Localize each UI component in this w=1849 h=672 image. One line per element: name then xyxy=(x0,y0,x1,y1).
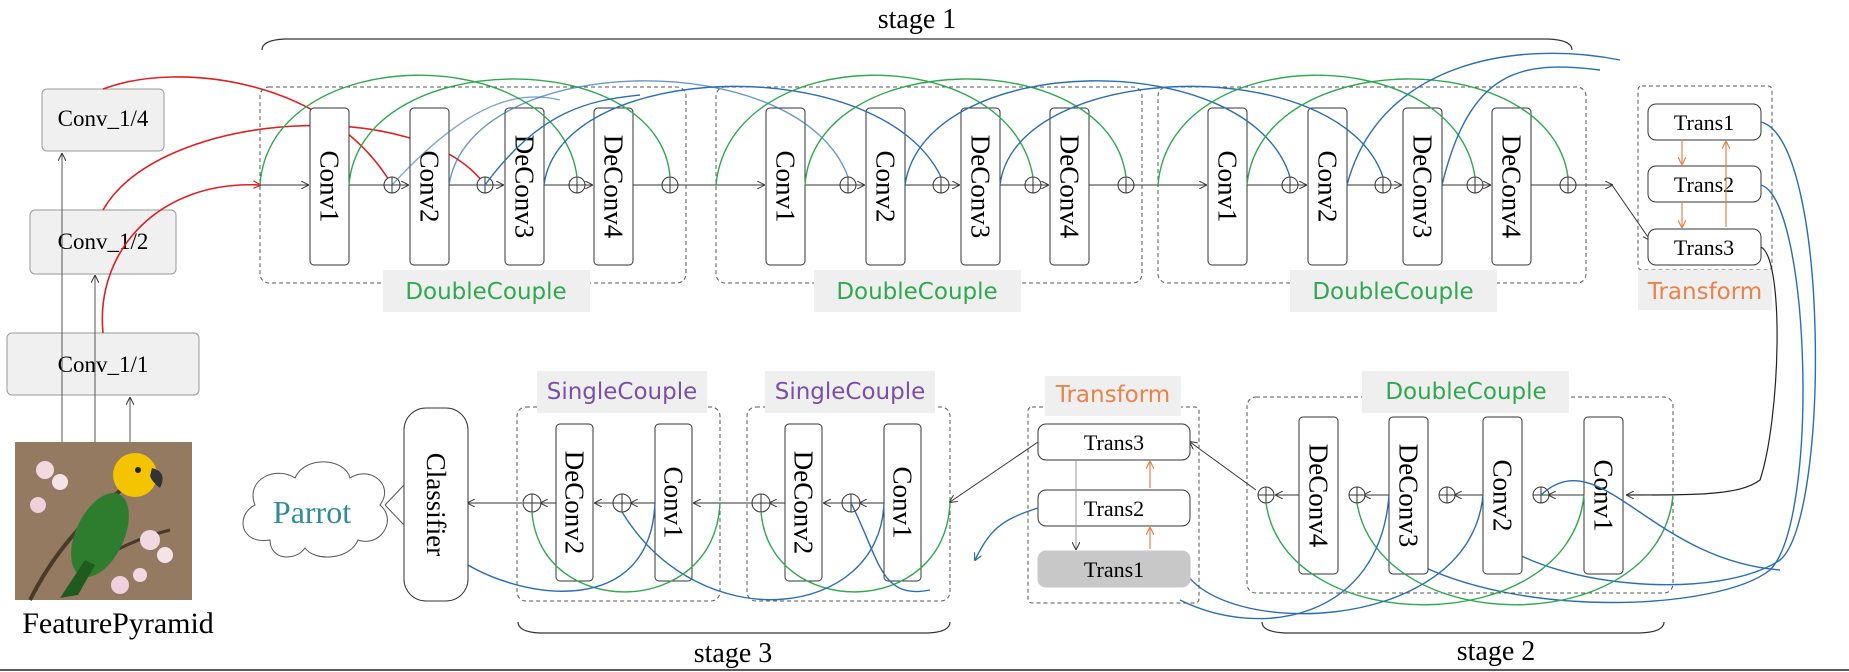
layer-deconv4: DeConv4 xyxy=(593,107,634,266)
layer-conv2: Conv2 xyxy=(409,107,450,266)
stage2-transform: Transform Trans3 Trans2 Trans1 xyxy=(1027,376,1200,604)
layer-deconv2: DeConv2 xyxy=(784,423,823,582)
svg-text:Conv1: Conv1 xyxy=(659,466,689,538)
layer-deconv4: DeConv4 xyxy=(1298,416,1339,575)
transform-1-label: Transform xyxy=(1647,279,1762,305)
layer-conv2: Conv2 xyxy=(1482,416,1523,575)
layer-conv1: Conv1 xyxy=(309,107,350,266)
trans1-label: Trans1 xyxy=(1674,110,1734,135)
svg-text:DeConv3: DeConv3 xyxy=(1394,444,1424,548)
svg-text:DeConv3: DeConv3 xyxy=(966,135,996,239)
layer-conv1: Conv1 xyxy=(654,423,693,582)
stage1-doublecouple-1: DoubleCouple Conv1 Conv2 DeConv3 DeConv4 xyxy=(259,86,687,312)
stage1-bracket: stage 1 xyxy=(261,4,1573,51)
trans3-label: Trans3 xyxy=(1674,235,1734,260)
stage3-bracket: stage 3 xyxy=(517,621,951,669)
svg-text:DeConv3: DeConv3 xyxy=(1408,135,1438,239)
svg-text:Conv2: Conv2 xyxy=(415,150,445,222)
stage2-doublecouple: DoubleCouple DeConv4 DeConv3 Conv2 Conv1 xyxy=(1246,371,1674,594)
layer-conv2: Conv2 xyxy=(865,107,906,266)
stage1-doublecouple-3: DoubleCouple Conv1 Conv2 DeConv3 DeConv4 xyxy=(1157,86,1587,312)
svg-text:Conv2: Conv2 xyxy=(1313,150,1343,222)
classifier: Classifier xyxy=(403,407,469,602)
layer-deconv3: DeConv3 xyxy=(960,107,1001,266)
layer-conv1: Conv1 xyxy=(765,107,806,266)
stage1-doublecouple-2: DoubleCouple Conv1 Conv2 DeConv3 DeConv4 xyxy=(715,86,1143,312)
stage3-label: stage 3 xyxy=(694,638,773,669)
trans2-label: Trans2 xyxy=(1674,172,1734,197)
trans3-label: Trans3 xyxy=(1084,430,1144,455)
layer-deconv3: DeConv3 xyxy=(504,107,545,266)
layer-deconv4: DeConv4 xyxy=(1049,107,1090,266)
stage2-bracket: stage 2 xyxy=(1261,621,1665,667)
feature-pyramid-title: FeaturePyramid xyxy=(22,607,214,640)
output-label: Parrot xyxy=(273,494,351,530)
svg-text:Conv2: Conv2 xyxy=(871,150,901,222)
conv-1-4-label: Conv_1/4 xyxy=(58,106,149,131)
stage1-arcs xyxy=(259,52,1621,186)
stage3-singlecouple-1: SingleCouple DeConv2 Conv1 xyxy=(516,371,721,602)
stage1-transform: Trans1 Trans2 Trans3 Transform xyxy=(1637,85,1773,310)
svg-text:Conv1: Conv1 xyxy=(888,466,918,538)
trans1-box xyxy=(1037,550,1191,588)
svg-text:Conv2: Conv2 xyxy=(1488,459,1518,531)
singlecouple-1-label: SingleCouple xyxy=(547,379,698,405)
doublecouple-4-label: DoubleCouple xyxy=(1385,379,1546,405)
doublecouple-1-label: DoubleCouple xyxy=(405,279,566,305)
trans2-label: Trans2 xyxy=(1084,496,1144,521)
layer-conv1: Conv1 xyxy=(883,423,922,582)
layer-deconv3: DeConv3 xyxy=(1402,107,1443,266)
trans1-label: Trans1 xyxy=(1084,557,1144,582)
svg-text:Conv1: Conv1 xyxy=(771,150,801,222)
layer-conv1: Conv1 xyxy=(1207,107,1248,266)
svg-text:DeConv4: DeConv4 xyxy=(1055,135,1085,239)
svg-text:DeConv2: DeConv2 xyxy=(560,451,590,555)
transform-2-label: Transform xyxy=(1055,382,1170,408)
doublecouple-2-label: DoubleCouple xyxy=(836,279,997,305)
svg-text:DeConv4: DeConv4 xyxy=(1497,135,1527,239)
svg-text:Conv1: Conv1 xyxy=(315,150,345,222)
output-cloud: Parrot xyxy=(242,461,405,558)
svg-text:DeConv3: DeConv3 xyxy=(510,135,540,239)
svg-text:DeConv4: DeConv4 xyxy=(1304,444,1334,548)
svg-text:DeConv2: DeConv2 xyxy=(789,451,819,555)
layer-deconv4: DeConv4 xyxy=(1491,107,1532,266)
stage2-to-stage3-links xyxy=(950,441,1039,560)
classifier-label: Classifier xyxy=(421,453,451,556)
stage3-singlecouple-2: SingleCouple DeConv2 Conv1 xyxy=(746,371,951,602)
feature-pyramid: Conv_1/4 Conv_1/2 Conv_1/1 FeaturePyrami… xyxy=(6,88,214,640)
trans2-box xyxy=(1647,165,1762,203)
parrot-image xyxy=(15,442,192,601)
stage2-label: stage 2 xyxy=(1457,636,1536,667)
doublecouple-3-label: DoubleCouple xyxy=(1312,279,1473,305)
conv-1-1-label: Conv_1/1 xyxy=(58,352,149,377)
layer-deconv2: DeConv2 xyxy=(555,423,594,582)
stage1-to-stage2-links xyxy=(1409,121,1817,604)
layer-conv2: Conv2 xyxy=(1307,107,1348,266)
svg-text:DeConv4: DeConv4 xyxy=(599,135,629,239)
stage2-arcs xyxy=(1179,480,1781,620)
singlecouple-2-label: SingleCouple xyxy=(775,379,926,405)
svg-text:Conv1: Conv1 xyxy=(1213,150,1243,222)
stage1-label: stage 1 xyxy=(878,4,957,35)
stage2-flow xyxy=(1190,442,1584,495)
layer-deconv3: DeConv3 xyxy=(1388,416,1429,575)
layer-conv1: Conv1 xyxy=(1583,416,1624,575)
stage3-arcs xyxy=(459,502,951,601)
